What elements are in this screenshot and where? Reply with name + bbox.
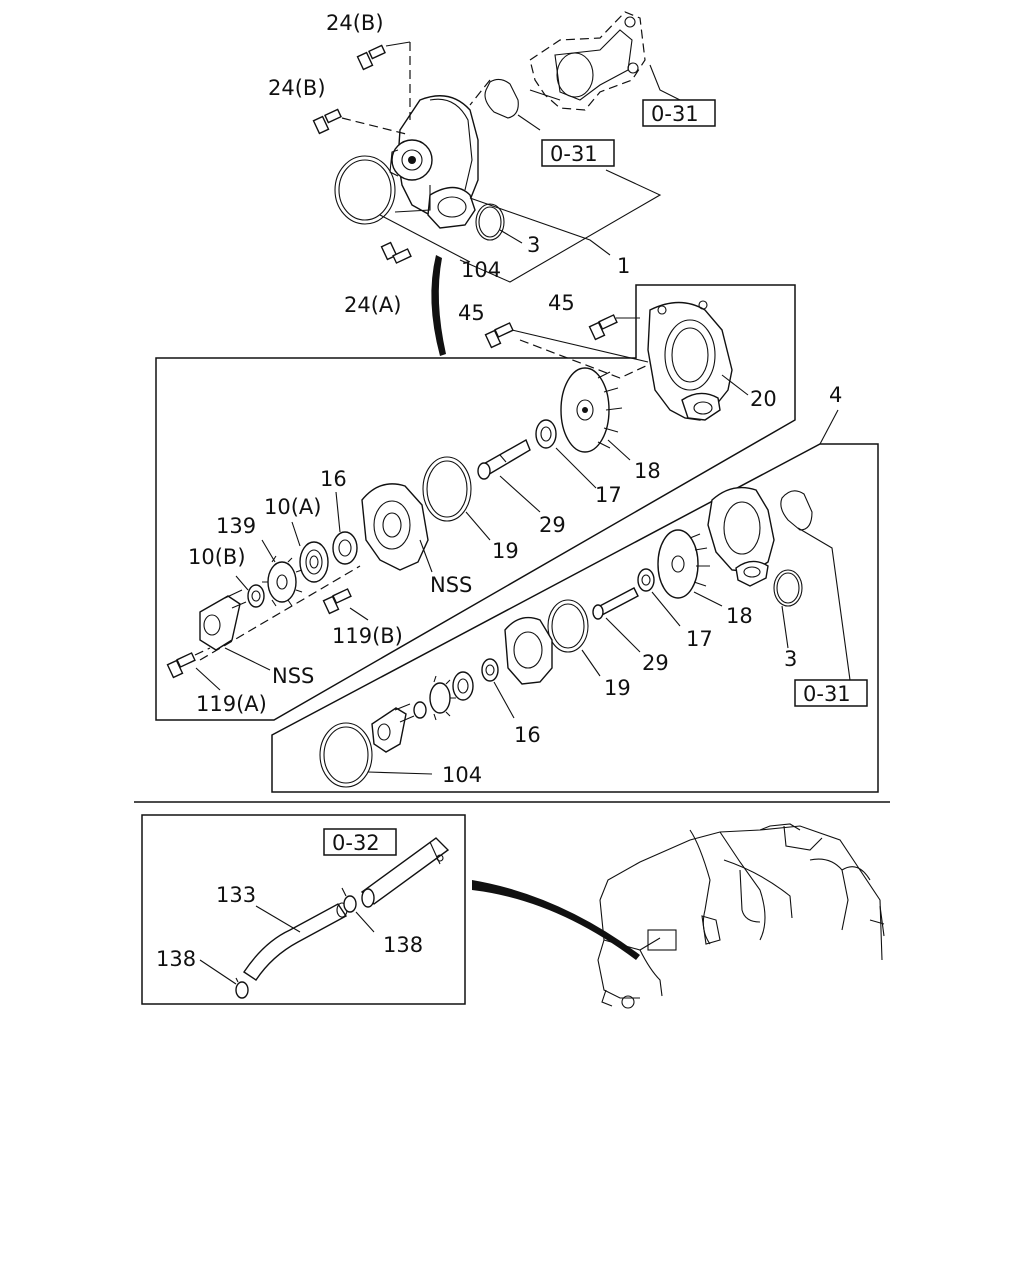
bolt-45-right [588, 314, 618, 341]
exploded-frame-1 [155, 284, 796, 721]
gear-b [429, 675, 456, 721]
gasket-top [484, 78, 519, 119]
label-104-top: 104 [461, 258, 501, 282]
impeller-18-b [657, 529, 710, 599]
label-104-b: 104 [442, 763, 482, 787]
o-ring-104-b [319, 722, 373, 788]
housing-20-b [707, 486, 775, 587]
bolt-24b-upper [356, 44, 386, 71]
label-20: 20 [750, 387, 777, 411]
label-4: 4 [829, 383, 842, 407]
o-ring-3-top [475, 203, 505, 241]
clamp-138-upper [341, 887, 357, 913]
hose-detail-frame [141, 814, 466, 1005]
label-138-1: 138 [383, 933, 423, 957]
drive-flange-b [371, 703, 415, 753]
o-ring-3-b [773, 569, 803, 607]
label-18-a: 18 [634, 459, 661, 483]
bearing-16-b [481, 658, 499, 682]
bearing-housing-b [504, 616, 553, 685]
hose-133 [243, 902, 348, 981]
impeller-18-a [560, 367, 623, 453]
label-24a: 24(A) [344, 293, 401, 317]
label-10a: 10(A) [264, 495, 321, 519]
gear-139 [262, 555, 303, 607]
svg-text:0-32: 0-32 [332, 831, 380, 855]
drive-flange [199, 589, 247, 651]
svg-text:0-31: 0-31 [651, 102, 699, 126]
label-17-b: 17 [686, 627, 713, 651]
bearing-10a [299, 541, 329, 583]
label-16-a: 16 [320, 467, 347, 491]
pump-body [389, 95, 479, 229]
label-133: 133 [216, 883, 256, 907]
label-10b: 10(B) [188, 545, 246, 569]
label-3-b: 3 [784, 647, 797, 671]
label-18-b: 18 [726, 604, 753, 628]
label-45-2: 45 [548, 291, 575, 315]
label-29-a: 29 [539, 513, 566, 537]
bolt-119b [322, 588, 352, 615]
o-ring-19-b [547, 599, 589, 653]
bearing-b3 [413, 701, 427, 719]
housing-20 [647, 300, 733, 421]
label-nss-2: NSS [272, 664, 314, 688]
clamp-138-lower [235, 977, 249, 999]
label-1: 1 [617, 254, 630, 278]
label-24b-1: 24(B) [326, 11, 384, 35]
water-pipe [360, 837, 450, 908]
label-17-a: 17 [595, 483, 622, 507]
shaft-29-a [477, 438, 531, 480]
seal-17-b [637, 568, 655, 592]
label-24b-2: 24(B) [268, 76, 326, 100]
gasket-b [780, 490, 813, 531]
label-19-b: 19 [604, 676, 631, 700]
ref-box-032[interactable]: 0-32 [323, 828, 397, 856]
label-139: 139 [216, 514, 256, 538]
o-ring-104-top [334, 155, 396, 225]
bearing-b2 [452, 671, 474, 701]
pointer-arrow-top [431, 255, 446, 356]
bearing-16-a [332, 531, 358, 565]
bolt-24a [380, 241, 412, 264]
label-16-b: 16 [514, 723, 541, 747]
label-119a: 119(A) [196, 692, 267, 716]
engine-sketch [597, 823, 885, 1009]
ref-box-031-c[interactable]: 0-31 [794, 679, 868, 707]
label-nss-1: NSS [430, 573, 472, 597]
pointer-arrow-bottom [472, 880, 640, 960]
o-ring-19-a [422, 456, 472, 522]
shaft-29-b [592, 587, 639, 620]
label-29-b: 29 [642, 651, 669, 675]
bearing-housing [361, 483, 429, 571]
label-119b: 119(B) [332, 624, 403, 648]
seal-17-a [535, 419, 557, 449]
label-19-a: 19 [492, 539, 519, 563]
svg-text:0-31: 0-31 [550, 142, 598, 166]
label-138-2: 138 [156, 947, 196, 971]
bolt-24b-lower [312, 108, 342, 135]
ref-box-031-a[interactable]: 0-31 [642, 99, 716, 127]
label-45-1: 45 [458, 301, 485, 325]
bolt-45-left [484, 322, 514, 349]
bolt-119a [166, 652, 196, 679]
ref-box-031-b[interactable]: 0-31 [541, 139, 615, 167]
bearing-10b [247, 584, 265, 608]
svg-text:0-31: 0-31 [803, 682, 851, 706]
pump-body-assembly [312, 11, 681, 356]
label-3-top: 3 [527, 233, 540, 257]
